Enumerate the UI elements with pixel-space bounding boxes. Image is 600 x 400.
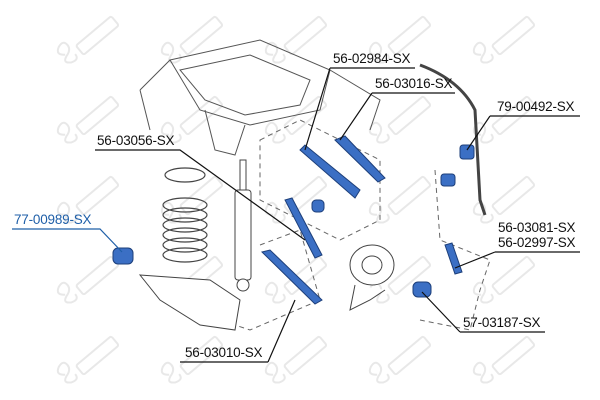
watermark-logo: [160, 15, 224, 64]
stabilizer-link-bushing: [440, 173, 456, 187]
wheel-knuckle: [349, 244, 395, 311]
watermark-logo: [472, 255, 536, 304]
shock-absorber: [234, 159, 252, 292]
part-label-56-03010-sx[interactable]: 56-03010-SX: [185, 345, 263, 360]
highlighted-parts: [112, 135, 475, 305]
part-label-77-00989-sx[interactable]: 77-00989-SX: [14, 212, 92, 227]
watermark-logo: [472, 175, 536, 224]
part-label-56-03081-sx[interactable]: 56-03081-SX: [498, 220, 576, 235]
part-label-56-03056-sx[interactable]: 56-03056-SX: [97, 133, 175, 148]
watermark-logo: [160, 95, 224, 144]
watermark-logo: [56, 175, 120, 224]
bushing-57-03187: [412, 281, 432, 298]
link-56-03081: [444, 242, 463, 275]
watermark-logo: [264, 15, 328, 64]
watermark-logo: [56, 255, 120, 304]
watermark-logo: [56, 95, 120, 144]
arm-56-03010: [261, 249, 323, 305]
watermark-logo: [472, 95, 536, 144]
part-label-56-02997-sx[interactable]: 56-02997-SX: [498, 235, 576, 250]
part-label-56-02984-sx[interactable]: 56-02984-SX: [333, 51, 411, 66]
watermark-logo: [472, 335, 536, 384]
watermark-logo: [56, 15, 120, 64]
lower-control-arm: [138, 274, 241, 331]
watermark-logo: [368, 335, 432, 384]
watermark-logo: [264, 95, 328, 144]
watermark-logo: [368, 15, 432, 64]
watermark-logo: [368, 175, 432, 224]
watermark-logo: [472, 15, 536, 64]
part-label-56-03016-sx[interactable]: 56-03016-SX: [375, 76, 453, 91]
stabilizer-bar: [419, 63, 487, 216]
watermark-logo: [160, 335, 224, 384]
bushing-77-00989: [112, 247, 134, 265]
leader-lines: [12, 67, 580, 363]
part-label-79-00492-sx[interactable]: 79-00492-SX: [497, 99, 575, 114]
watermark-logo: [264, 255, 328, 304]
watermark-logo: [368, 95, 432, 144]
arm-56-03056: [284, 197, 323, 259]
arm-56-02984: [299, 144, 361, 199]
watermark-logo: [264, 335, 328, 384]
part-label-57-03187-sx[interactable]: 57-03187-SX: [463, 315, 541, 330]
dashed-outlines: [219, 119, 491, 331]
subframe: [139, 39, 381, 156]
coil-spring: [162, 167, 208, 263]
bushing-upper: [311, 199, 325, 213]
watermark-logo: [56, 335, 120, 384]
bushing-79-00492: [459, 144, 475, 160]
